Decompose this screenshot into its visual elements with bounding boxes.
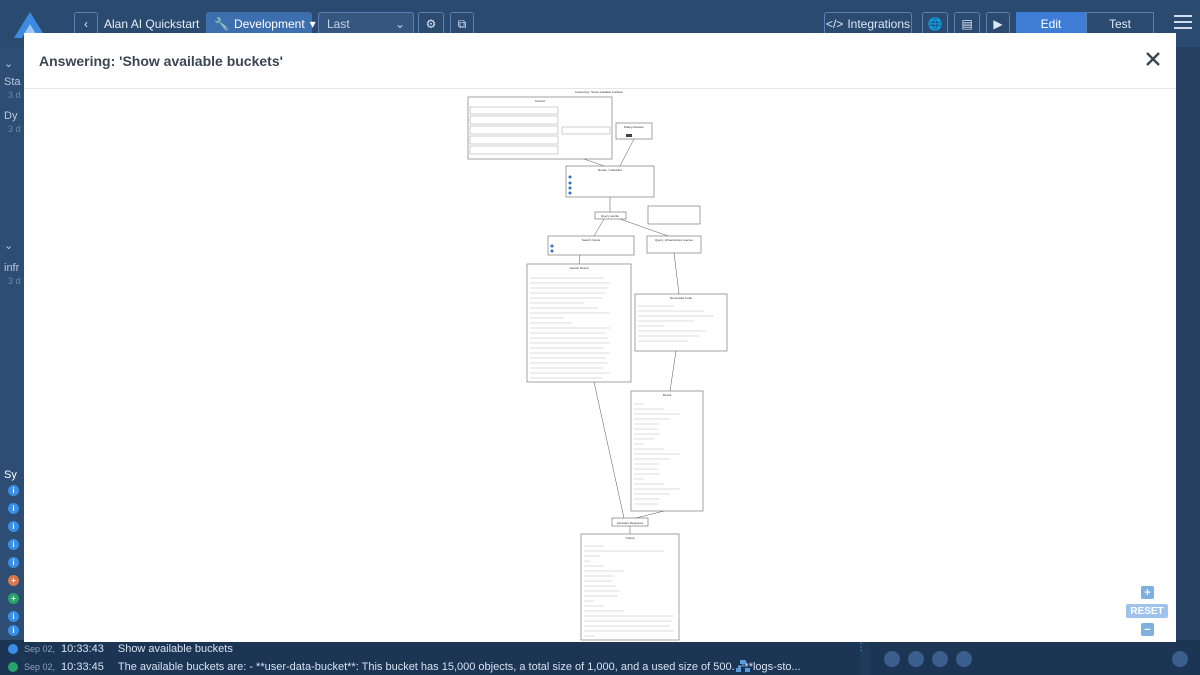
sidebar-item-label[interactable]: infr: [4, 262, 20, 274]
output-title: Output: [625, 536, 634, 540]
response-icon: [8, 662, 18, 672]
bug-icon[interactable]: [932, 651, 948, 667]
chevron-down-icon: ▾: [309, 17, 316, 31]
sidebar-item-label[interactable]: Sy: [4, 469, 17, 481]
collapse-chevron-icon[interactable]: ⌄: [4, 58, 14, 70]
log-time: 10:33:45: [61, 661, 104, 673]
log-row[interactable]: Sep 02, 10:33:43 Show available buckets: [0, 640, 233, 658]
sidebar-item-label[interactable]: Sta: [4, 76, 21, 88]
answer-flow-diagram[interactable]: Answering: 'Show available buckets' Cont…: [24, 90, 1176, 642]
search-inputs-node[interactable]: Search Inputs: [547, 235, 635, 256]
project-name: Alan AI Quickstart: [104, 17, 200, 31]
more-vertical-icon[interactable]: ⋮: [856, 642, 866, 653]
success-icon: +: [8, 593, 19, 604]
play-icon: ▶: [993, 17, 1003, 31]
crop-icon[interactable]: [908, 651, 924, 667]
environment-label: Development: [233, 17, 305, 31]
router-title: Router / Classifier: [598, 168, 622, 172]
log-date: Sep 02,: [24, 662, 56, 672]
log-time: 10:33:43: [61, 643, 104, 655]
info-icon: i: [8, 611, 19, 622]
info-icon: i: [8, 625, 19, 636]
key-icon[interactable]: [956, 651, 972, 667]
query-rewrite-node[interactable]: Query rewrite: [594, 211, 627, 220]
search-result-title: Search Result: [570, 266, 589, 270]
search-result-node[interactable]: Search Result: [526, 263, 632, 383]
output-node[interactable]: Output: [580, 533, 680, 641]
bar-chart-icon: ▤: [961, 17, 973, 31]
sidebar-item-sub: 3 d: [8, 90, 21, 100]
version-select-value: Last: [327, 17, 350, 31]
tab-edit[interactable]: Edit: [1016, 12, 1086, 36]
context-node-title: Context: [535, 99, 546, 103]
log-row[interactable]: Sep 02, 10:33:45 The available buckets a…: [0, 658, 801, 675]
user-message-icon: [8, 644, 18, 654]
collapse-chevron-icon[interactable]: ⌄: [4, 240, 14, 252]
query-rewrite-title: Query rewrite: [601, 214, 619, 218]
result-title: Result: [663, 393, 672, 397]
integrations-label: Integrations: [847, 17, 911, 31]
assistant-response-node[interactable]: Assistant Response: [611, 517, 649, 527]
sidebar-item-sub: 3 d: [8, 124, 21, 134]
info-icon: i: [8, 521, 19, 532]
search-inputs-title: Search Inputs: [582, 238, 601, 242]
flow-diagram-icon[interactable]: [736, 660, 750, 672]
dialog-session-title: Dialog Session: [624, 125, 644, 129]
zoom-in-button[interactable]: +: [1141, 586, 1154, 599]
modal-title: Answering: 'Show available buckets': [39, 53, 283, 69]
copy-icon: ⧉: [457, 16, 467, 31]
globe-icon: 🌐: [927, 17, 943, 31]
toolbar-bottom: [870, 640, 1200, 675]
query-infra-node[interactable]: Query: infrastructure queries: [646, 235, 702, 254]
answer-graph-modal: Answering: 'Show available buckets' Answ…: [24, 33, 1176, 642]
log-text: Show available buckets: [117, 643, 233, 655]
trash-icon[interactable]: [884, 651, 900, 667]
send-icon[interactable]: [1172, 651, 1188, 667]
analytics-button[interactable]: ▤: [954, 12, 980, 36]
diagram-caption: Answering: 'Show available buckets': [575, 90, 624, 94]
router-node[interactable]: Router / Classifier: [565, 165, 655, 198]
info-icon: i: [8, 485, 19, 496]
code-icon: </>: [825, 17, 844, 31]
alan-logo-icon[interactable]: [12, 10, 48, 40]
chevron-down-icon: ⌄: [394, 17, 405, 31]
log-date: Sep 02,: [24, 644, 56, 654]
info-icon: i: [8, 539, 19, 550]
reset-zoom-button[interactable]: RESET: [1126, 604, 1168, 618]
deploy-button[interactable]: ⚙: [418, 12, 444, 36]
infra-params-node[interactable]: [647, 205, 701, 225]
left-sidebar: ⌄ Sta 3 d Dy 3 d ⌄ infr 3 d Sy: [0, 47, 24, 675]
warning-icon: +: [8, 575, 19, 586]
sidebar-item-label[interactable]: Dy: [4, 110, 18, 122]
deploy-icon: ⚙: [425, 17, 437, 31]
wrench-icon: 🔧: [214, 17, 229, 31]
diagram-edges: [578, 138, 680, 534]
log-panel: Sep 02, 10:33:43 Show available buckets …: [0, 640, 866, 675]
result-node[interactable]: Result: [630, 390, 704, 512]
hamburger-menu-icon[interactable]: [1174, 14, 1192, 30]
log-text: The available buckets are: - **user-data…: [117, 661, 801, 673]
chevron-left-icon: ‹: [84, 17, 88, 31]
dialog-session-node[interactable]: Dialog Session: [615, 122, 653, 140]
log-status-icons: i i i i i + + i i: [8, 485, 20, 636]
close-icon[interactable]: [1144, 50, 1162, 68]
generated-code-title: Generated Code: [670, 296, 693, 300]
right-panel: [1176, 47, 1200, 640]
modal-header: Answering: 'Show available buckets': [24, 33, 1176, 89]
query-infra-title: Query: infrastructure queries: [655, 238, 694, 242]
info-icon: i: [8, 557, 19, 568]
assistant-response-title: Assistant Response: [617, 521, 644, 525]
integrations-button[interactable]: </> Integrations: [824, 12, 912, 36]
sidebar-item-sub: 3 d: [8, 276, 21, 286]
environment-dropdown[interactable]: 🔧 Development ▾: [206, 12, 316, 36]
zoom-out-button[interactable]: −: [1141, 623, 1154, 636]
generated-code-node[interactable]: Generated Code: [634, 293, 728, 352]
info-icon: i: [8, 503, 19, 514]
context-node[interactable]: Context: [467, 96, 613, 160]
